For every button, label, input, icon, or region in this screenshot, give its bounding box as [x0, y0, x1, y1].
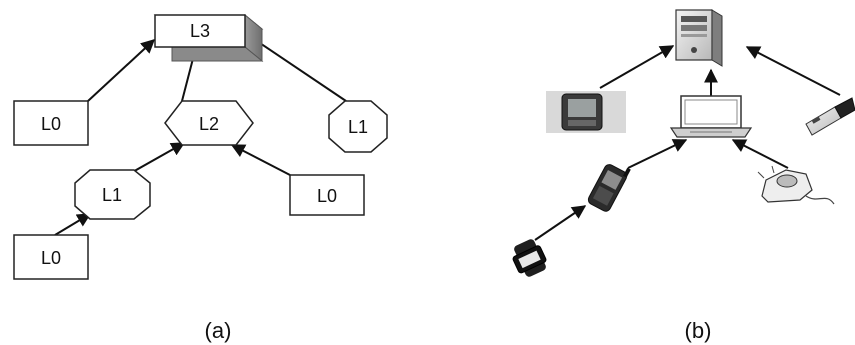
- l2-label: L2: [199, 114, 219, 134]
- node-l0-mid-right: L0: [289, 174, 365, 216]
- edge-pda-to-desktop: [599, 45, 675, 89]
- desktop-tower-icon: [675, 9, 723, 67]
- edge-l0-bottom-left-to-l1-left: [54, 213, 92, 236]
- mobile-phone-icon: [587, 164, 631, 212]
- panel-b: (b): [512, 9, 855, 343]
- panel-a: L3 L2 L1 L1 L0 L0 L0 (a): [13, 13, 388, 343]
- l0-top-left-label: L0: [41, 114, 61, 134]
- sensor-device-icon: [757, 165, 835, 205]
- panel-b-caption: (b): [685, 318, 712, 343]
- wristwatch-icon: [512, 239, 547, 277]
- edge-l0-top-left-to-l3: [87, 39, 156, 102]
- node-l1-left: L1: [74, 169, 151, 220]
- usb-stick-icon: [805, 97, 855, 136]
- node-l3: L3: [153, 13, 264, 63]
- edge-watch-to-phone: [534, 205, 587, 241]
- node-l1-right: L1: [328, 100, 388, 153]
- l0-bottom-left-label: L0: [41, 248, 61, 268]
- laptop-icon: [669, 95, 753, 138]
- l1-right-label: L1: [348, 117, 368, 137]
- edge-sensor-to-laptop: [731, 139, 789, 169]
- edge-l0-mid-right-to-l2: [230, 144, 291, 176]
- pda-icon: [546, 91, 626, 133]
- node-l0-bottom-left: L0: [13, 234, 89, 280]
- node-l0-top-left: L0: [13, 100, 89, 146]
- edge-usb-to-desktop: [745, 46, 841, 96]
- edge-phone-to-laptop: [627, 139, 688, 169]
- node-l2: L2: [164, 100, 254, 146]
- panel-a-caption: (a): [205, 318, 232, 343]
- l3-label: L3: [190, 21, 210, 41]
- l1-left-label: L1: [102, 185, 122, 205]
- l0-mid-right-label: L0: [317, 186, 337, 206]
- edge-l1-right-to-l3: [246, 34, 347, 102]
